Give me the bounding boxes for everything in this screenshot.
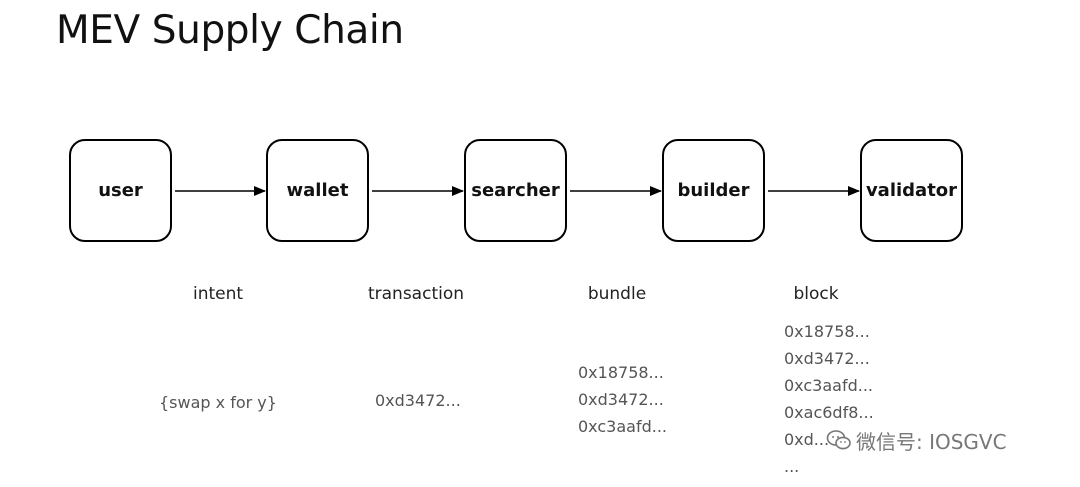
bundle-data-item: 0xc3aafd... [578, 417, 667, 436]
watermark-text: 微信号: IOSGVC [856, 429, 1007, 454]
edge-label-transaction: transaction [367, 284, 465, 304]
bundle-data-item: 0x18758... [578, 363, 664, 382]
transaction-data-list: 0xd3472... [375, 387, 461, 414]
block-data-item: ... [784, 457, 800, 476]
block-data-item: 0xac6df8... [784, 403, 874, 422]
bundle-data-item: 0xd3472... [578, 390, 664, 409]
node-searcher: searcher [464, 139, 567, 242]
bundle-data-list: 0x18758... 0xd3472... 0xc3aafd... [578, 359, 667, 440]
transaction-data-item: 0xd3472... [375, 391, 461, 410]
block-data-item: 0xc3aafd... [784, 376, 873, 395]
intent-data-list: {swap x for y} [159, 389, 277, 416]
diagram-title: MEV Supply Chain [56, 8, 404, 53]
node-user: user [69, 139, 172, 242]
edge-label-intent: intent [192, 284, 244, 304]
edge-label-block: block [793, 284, 839, 304]
edge-label-bundle: bundle [587, 284, 647, 304]
wechat-icon [826, 430, 851, 450]
block-data-item: 0x18758... [784, 322, 870, 341]
block-data-item: 0xd3472... [784, 349, 870, 368]
block-data-item: 0xd... [784, 430, 830, 449]
watermark: 微信号: IOSGVC [826, 426, 1007, 454]
node-wallet: wallet [266, 139, 369, 242]
node-builder: builder [662, 139, 765, 242]
block-data-list: 0x18758... 0xd3472... 0xc3aafd... 0xac6d… [784, 318, 874, 480]
intent-data-item: {swap x for y} [159, 393, 277, 412]
node-validator: validator [860, 139, 963, 242]
